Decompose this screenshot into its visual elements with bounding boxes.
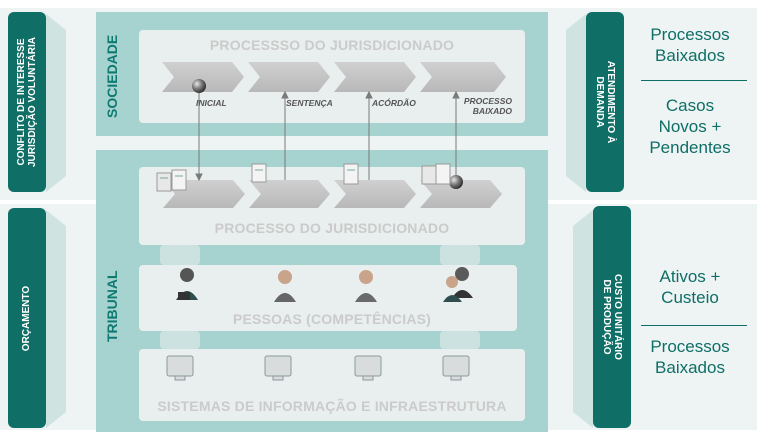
- sociedade-process-title: PROCESSSO DO JURISDICIONADO: [209, 37, 455, 53]
- chevron-t3: [334, 180, 416, 208]
- stage-label: INICIAL: [196, 98, 227, 108]
- chevron-1: [162, 62, 244, 92]
- left-tab-conflict: CONFLITO DE INTERESSE JURISDIÇÃO VOLUNTÁ…: [8, 12, 46, 192]
- sociedade-chevrons: [162, 62, 506, 92]
- stage-label: PROCESSO BAIXADO: [463, 96, 512, 116]
- right-top-line2: Casos Novos + Pendentes: [649, 96, 731, 157]
- monitor-icon: [354, 355, 382, 381]
- connector: [160, 331, 200, 349]
- person-icon: [355, 270, 377, 302]
- monitor-icon: [166, 355, 194, 381]
- monitor-icon: [442, 355, 470, 381]
- connector: [440, 331, 480, 349]
- right-bottom-line1: Ativos + Custeio: [659, 267, 721, 307]
- person-laptop-icon: [176, 268, 198, 300]
- ball-icon: [192, 79, 206, 93]
- document-stack-icon: [251, 163, 267, 183]
- people-title: PESSOAS (COMPETÊNCIAS): [232, 311, 432, 327]
- right-tab-demand: ATENDIMENTO À DEMANDA: [586, 12, 624, 192]
- person-icon: [274, 270, 296, 302]
- chevron-2: [248, 62, 330, 92]
- monitor-icon: [264, 355, 292, 381]
- tribunal-process-title: PROCESSO DO JURISDICIONADO: [214, 220, 450, 236]
- right-tab-cost: CUSTO UNITÁRIO DE PRODUÇÃO: [593, 206, 631, 428]
- connector: [160, 245, 200, 265]
- two-persons-icon: [443, 267, 473, 302]
- document-stack-icon: [156, 169, 187, 192]
- chevron-t2: [249, 180, 330, 208]
- divider: [641, 80, 747, 81]
- chevron-t4: [420, 180, 502, 208]
- stage-label: SENTENÇA: [286, 98, 333, 108]
- chevron-4: [420, 62, 506, 92]
- right-bottom-line2: Processos Baixados: [650, 337, 730, 377]
- chevron-3: [334, 62, 416, 92]
- flow-arrows: [195, 90, 460, 182]
- document-stack-icon: [421, 163, 451, 185]
- ball-icon: [449, 175, 463, 189]
- systems-title: SISTEMAS DE INFORMAÇÃO E INFRAESTRUTURA: [157, 398, 507, 414]
- left-tab-budget: ORÇAMENTO: [8, 208, 46, 428]
- divider: [641, 325, 747, 326]
- connector: [440, 245, 480, 265]
- right-top-line1: Processos Baixados: [650, 25, 730, 65]
- stage-label: ACÓRDÃO: [372, 98, 416, 108]
- document-stack-icon: [343, 163, 359, 185]
